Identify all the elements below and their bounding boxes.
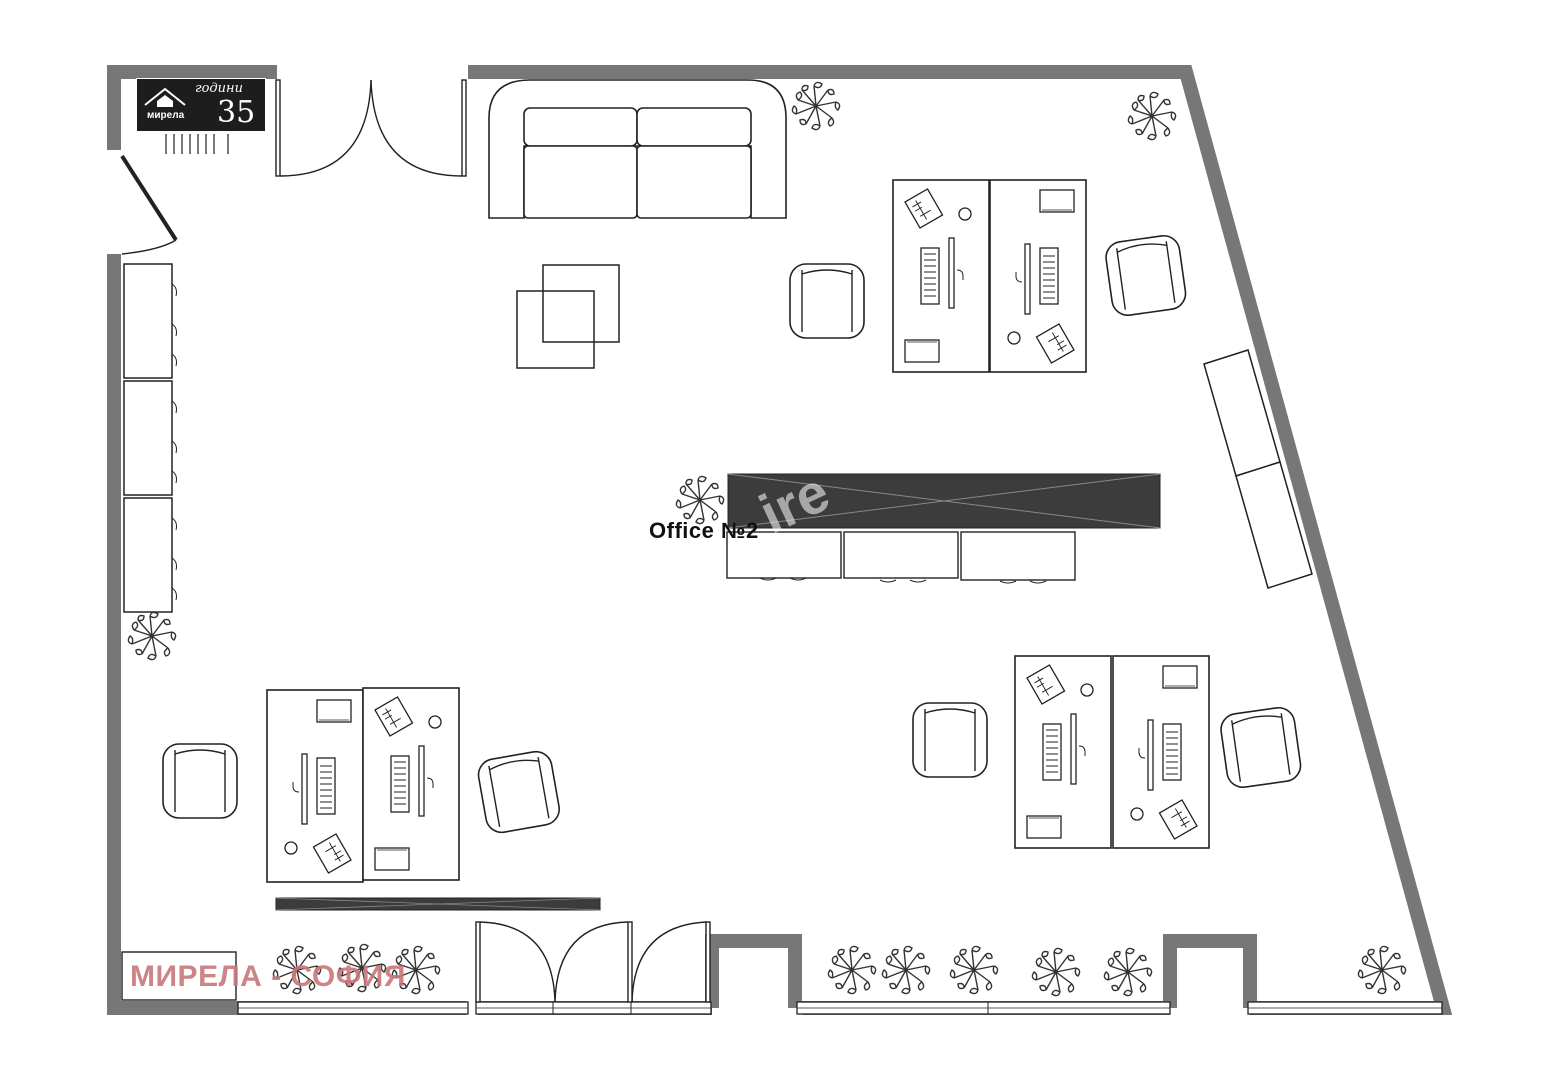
- room-label: Office №2: [649, 518, 759, 543]
- side-door: [120, 154, 178, 255]
- logo-brand: мирела: [147, 110, 185, 121]
- left-cabinets: [123, 263, 178, 613]
- top-double-door: [275, 79, 467, 177]
- coffee-tables: [516, 264, 620, 369]
- desk-cluster-bottom-left: [162, 687, 563, 883]
- house-roof-icon: [144, 87, 186, 107]
- logo-years-number: 35: [217, 95, 256, 130]
- bottom-doors: [475, 921, 711, 1003]
- center-panel: [726, 473, 1161, 584]
- agency-watermark: МИРЕЛА - СОФИЯ: [130, 960, 406, 993]
- logo-years-word: години: [195, 81, 243, 96]
- bottom-wall-pillars: [705, 934, 1257, 1008]
- corner-cabinet: [121, 951, 237, 1001]
- company-logo: мирела години 35: [136, 78, 266, 132]
- desk-cluster-bottom-right: [912, 655, 1304, 849]
- right-cabinets: [1203, 349, 1313, 589]
- lower-panel: [275, 897, 601, 911]
- windows: [237, 1001, 1443, 1015]
- sofa: [488, 79, 787, 219]
- desk-cluster-top-right: [789, 179, 1189, 373]
- radiator: [165, 134, 229, 154]
